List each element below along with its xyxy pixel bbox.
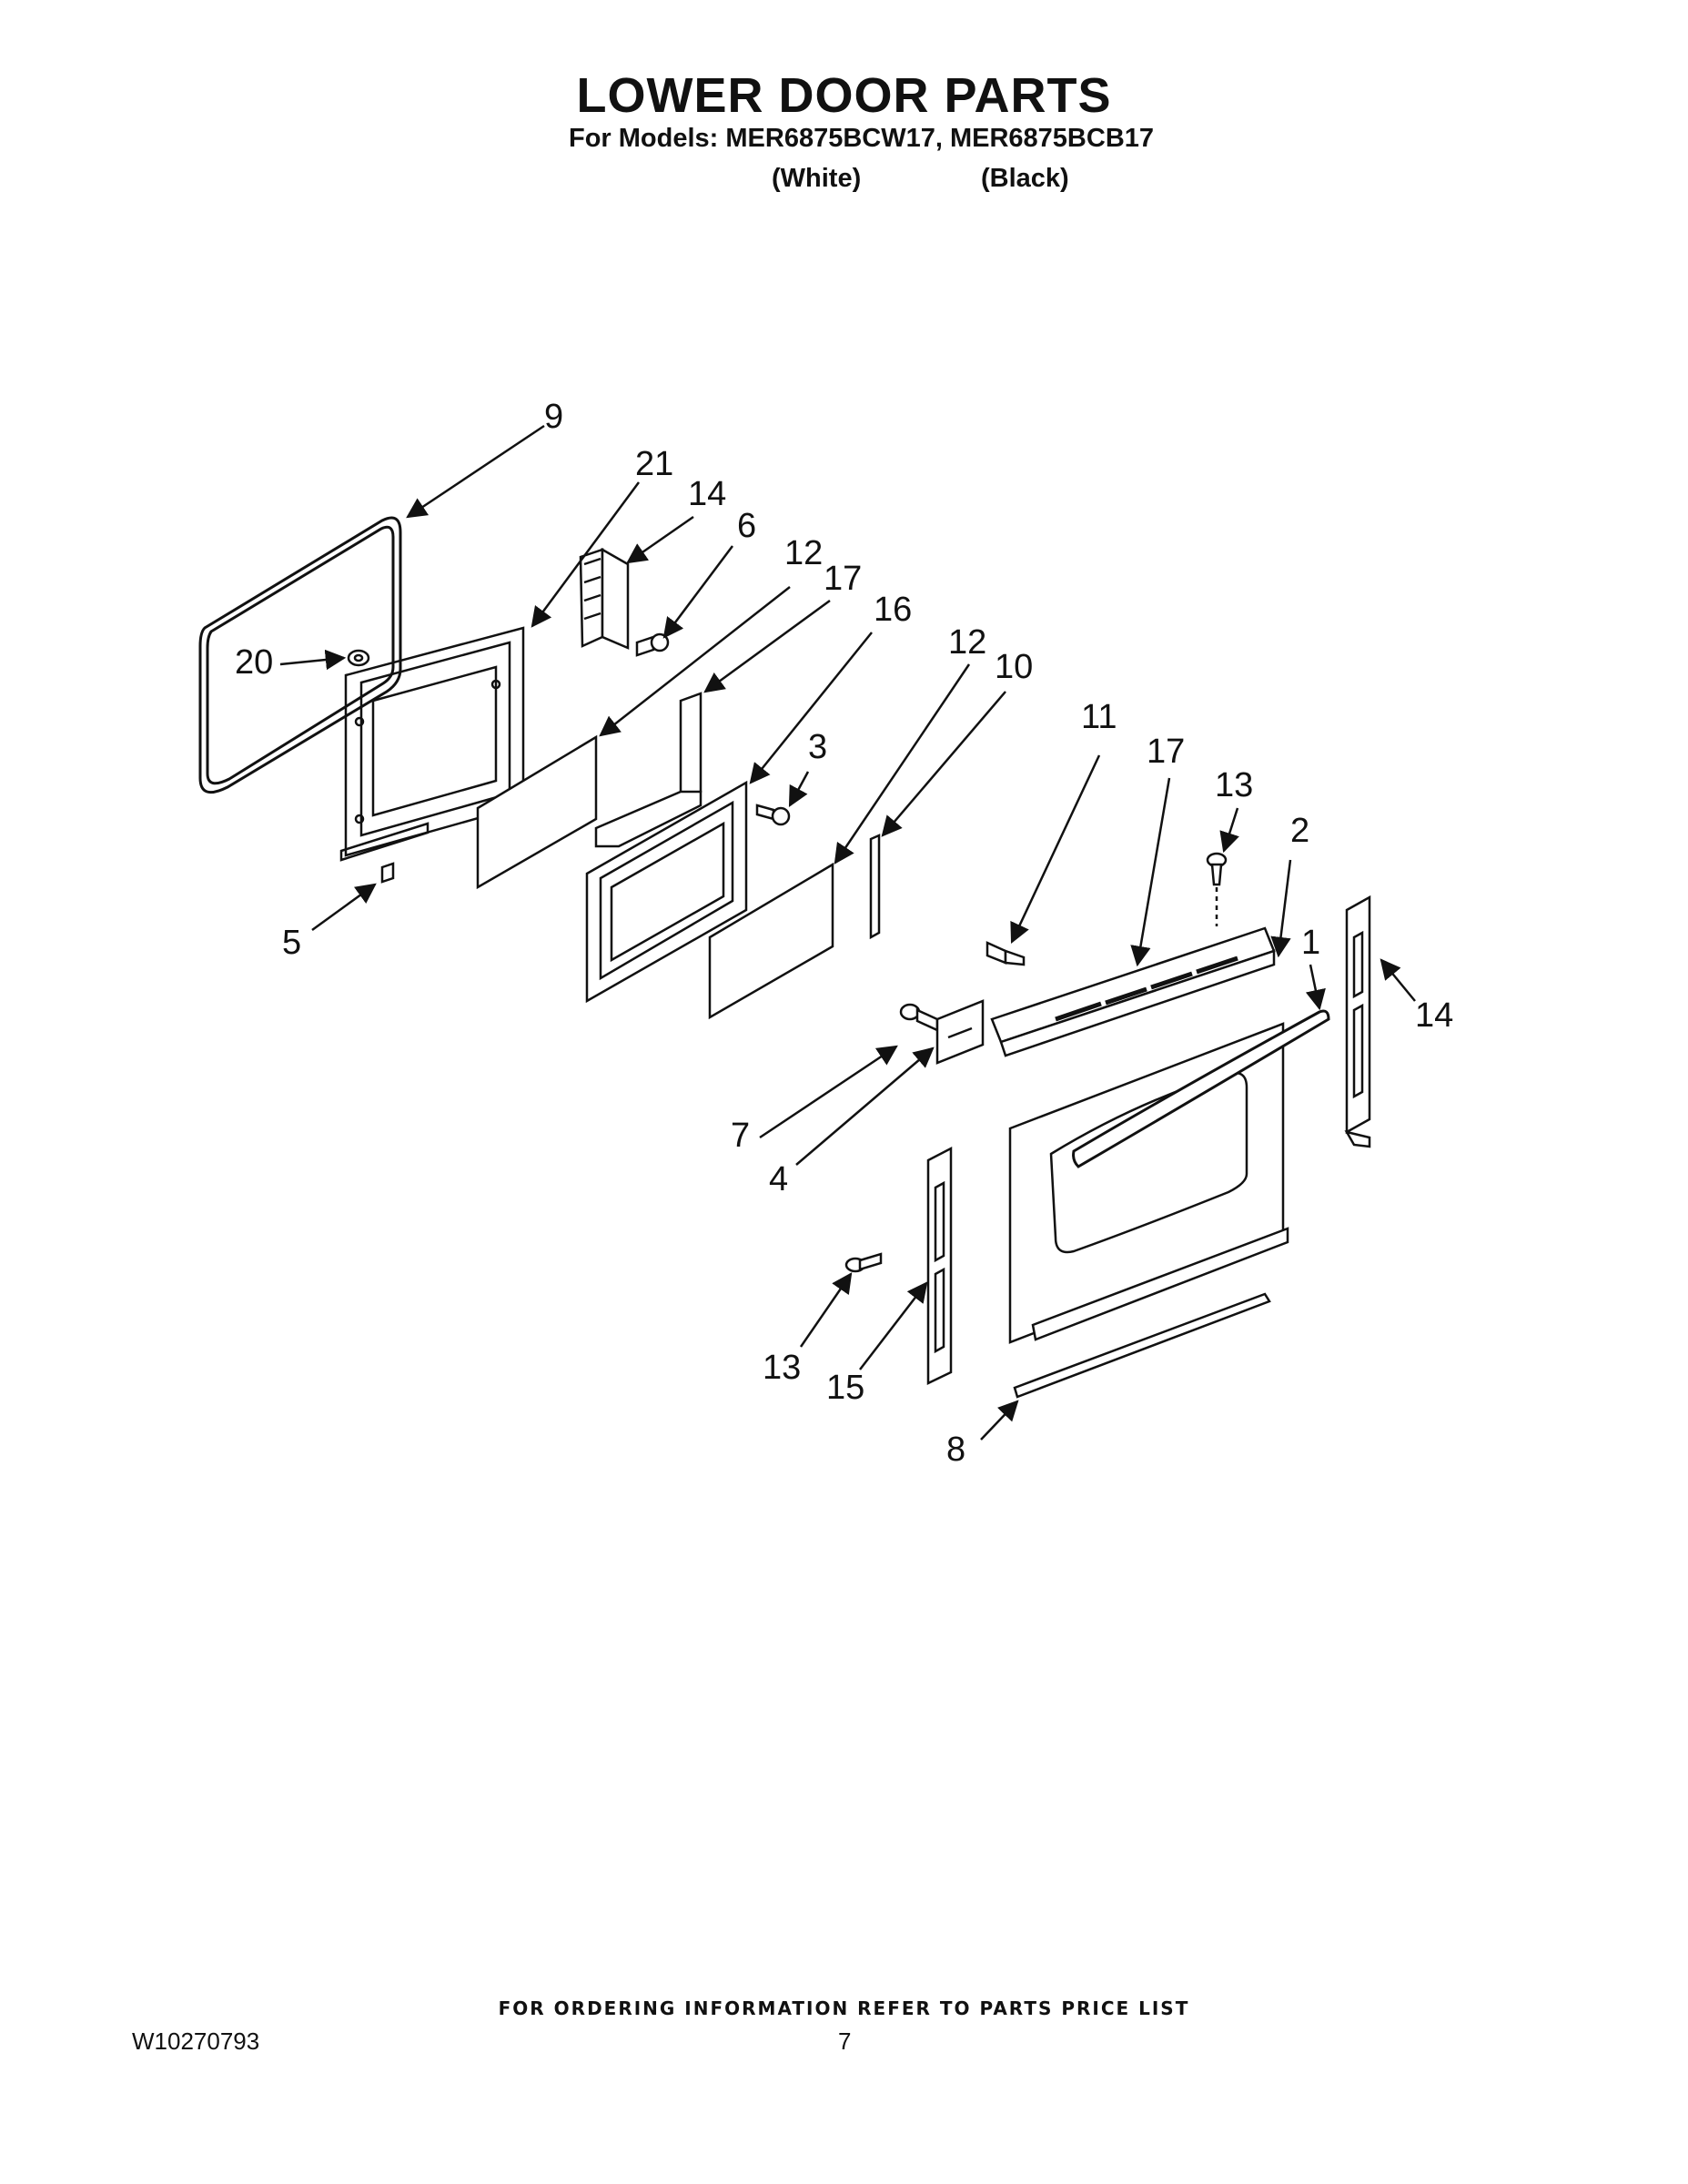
part-7-hinge <box>899 1003 939 1032</box>
part-5-clip <box>380 862 395 884</box>
callout-leaders <box>279 424 1416 1441</box>
part-16-hinge-clip <box>579 547 630 650</box>
part-12-lower-glass <box>708 862 834 1020</box>
part-17-vent-trim <box>990 926 1276 1057</box>
callout-18: 16 <box>874 591 912 629</box>
part-1-handle <box>1072 1009 1330 1168</box>
callout-5: 5 <box>282 924 301 962</box>
callout-19: 17 <box>824 560 862 598</box>
callout-10: 10 <box>995 648 1033 686</box>
callout-8: 8 <box>946 1431 965 1469</box>
part-6-screw <box>635 632 670 657</box>
callout-14: 14 <box>1415 996 1453 1035</box>
callout-17: 17 <box>1147 733 1185 771</box>
callout-2: 2 <box>1290 812 1309 850</box>
callout-11: 11 <box>1081 698 1117 736</box>
document-number: W10270793 <box>132 2027 260 2055</box>
model-note-white: (White) <box>772 164 862 193</box>
callout-15: 15 <box>826 1369 864 1407</box>
part-14-right-side-trim <box>1344 895 1371 1148</box>
callout-9: 9 <box>544 398 563 436</box>
callout-13-top: 13 <box>1215 766 1253 804</box>
callout-13-bottom: 13 <box>763 1349 801 1387</box>
part-13-bottom-screw <box>844 1252 883 1273</box>
part-13-top-screw <box>1206 852 1228 926</box>
callout-labels: 9 21 14 6 12 17 16 3 12 10 11 17 13 2 1 … <box>235 398 1453 1469</box>
callout-12-upper: 12 <box>784 534 823 572</box>
callout-3: 3 <box>808 728 827 766</box>
models-subtitle: For Models: MER6875BCW17, MER6875BCB17 <box>569 124 1155 153</box>
part-3-screw <box>755 804 791 826</box>
part-20-grommet <box>347 649 370 667</box>
part-12-upper-glass <box>476 734 598 890</box>
ordering-info-note: FOR ORDERING INFORMATION REFER TO PARTS … <box>498 1997 1190 2019</box>
page-number: 7 <box>838 2027 852 2055</box>
part-8-bottom-trim <box>1013 1227 1289 1399</box>
callout-16: 14 <box>688 475 726 513</box>
callout-12-lower: 12 <box>948 623 986 662</box>
part-11-screw <box>986 941 1026 966</box>
part-19-insulation <box>594 692 702 848</box>
callout-20: 20 <box>235 643 273 682</box>
part-18-inner-frame <box>585 780 748 1004</box>
callout-1: 1 <box>1301 924 1320 962</box>
page-title: LOWER DOOR PARTS <box>576 68 1112 123</box>
callout-21: 21 <box>635 445 673 483</box>
model-note-black: (Black) <box>981 164 1069 193</box>
callout-7: 7 <box>731 1117 750 1155</box>
callout-6: 6 <box>737 507 756 545</box>
part-4-hinge-bracket <box>935 999 985 1065</box>
door-gasket <box>198 516 402 794</box>
part-10-strip <box>869 834 881 940</box>
part-15-left-side-trim <box>926 1146 953 1385</box>
callout-4: 4 <box>769 1160 788 1198</box>
